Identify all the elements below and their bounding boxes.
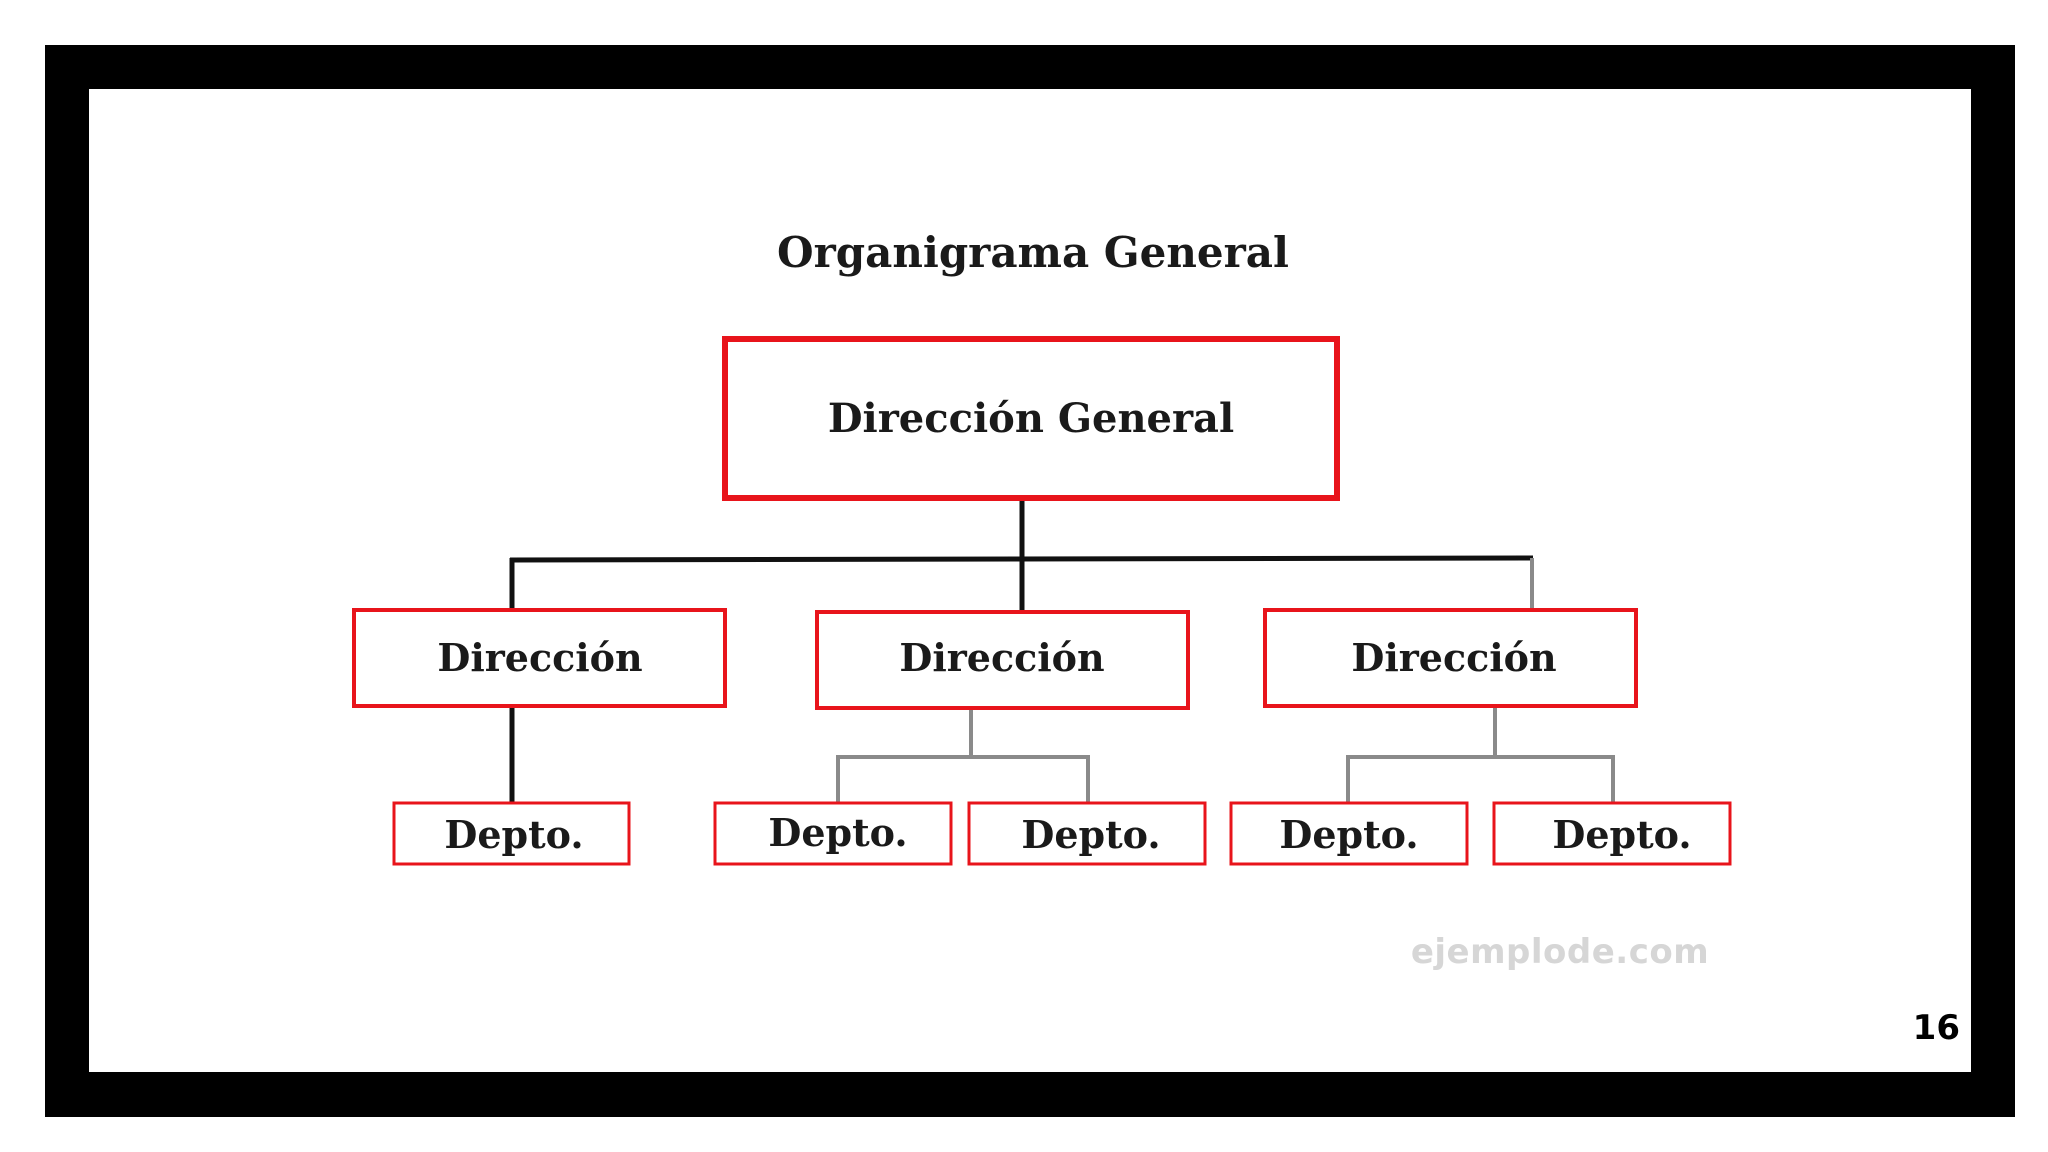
node-direction-1: Dirección — [352, 608, 727, 708]
connectors — [509, 496, 1615, 804]
diagram-title: Organigrama General — [777, 228, 1289, 277]
node-dept-2-1-label: Depto. — [768, 810, 907, 855]
page-number: 16 — [1912, 1008, 1960, 1048]
node-root: Dirección General — [722, 336, 1340, 501]
node-dept-1-1-label: Depto. — [444, 812, 583, 857]
node-dept-1-1: Depto. — [392, 801, 631, 866]
node-direction-2: Dirección — [815, 610, 1190, 710]
node-dept-3-1-label: Depto. — [1279, 812, 1418, 857]
connector-main-bus — [509, 555, 1534, 563]
watermark-text: ejemplode.com — [1410, 932, 1710, 972]
node-direction-1-label: Dirección — [437, 635, 642, 680]
node-dept-2-1: Depto. — [713, 801, 953, 866]
connector-direction-3-bus — [1346, 755, 1615, 804]
node-direction-3: Dirección — [1263, 608, 1638, 708]
slide-canvas — [89, 89, 1971, 1072]
node-dept-3-1: Depto. — [1229, 801, 1469, 866]
node-dept-2-2: Depto. — [967, 801, 1207, 866]
node-dept-3-2: Depto. — [1492, 801, 1732, 866]
node-root-label: Dirección General — [828, 395, 1234, 442]
node-direction-2-label: Dirección — [899, 635, 1104, 680]
node-dept-2-2-label: Depto. — [1021, 812, 1160, 857]
node-dept-3-2-label: Depto. — [1552, 812, 1691, 857]
connector-direction-2-bus — [836, 755, 1090, 804]
node-direction-3-label: Dirección — [1351, 635, 1556, 680]
